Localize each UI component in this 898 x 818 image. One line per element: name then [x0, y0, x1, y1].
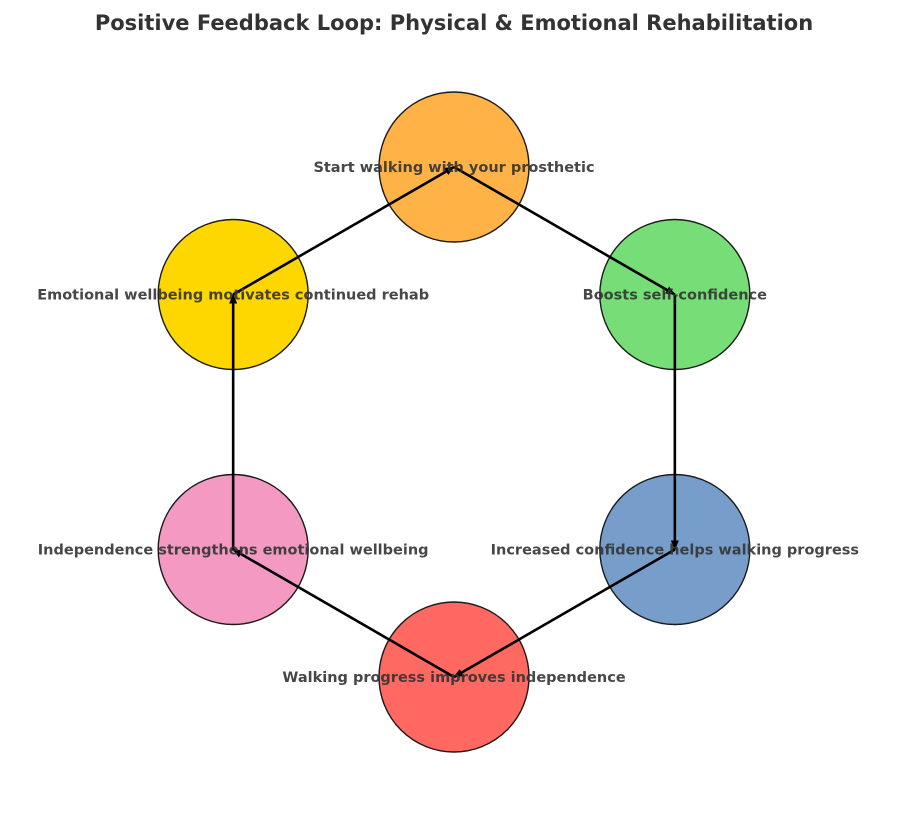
node-label-confidence: Boosts self-confidence [583, 288, 767, 304]
arrow-motivation-to-start [232, 165, 455, 296]
labels-layer: Start walking with your prostheticBoosts… [37, 160, 859, 686]
arrow-independence-to-wellbeing [232, 548, 455, 679]
node-label-independence: Walking progress improves independence [282, 670, 625, 686]
nodes-layer [157, 91, 751, 753]
node-label-progress: Increased confidence helps walking progr… [491, 543, 859, 559]
node-label-motivation: Emotional wellbeing motivates continued … [37, 288, 429, 304]
arrow-progress-to-independence [453, 548, 676, 679]
node-label-start: Start walking with your prosthetic [313, 160, 594, 176]
diagram-title: Positive Feedback Loop: Physical & Emoti… [95, 11, 813, 35]
arrow-start-to-confidence [453, 165, 676, 296]
edges-layer [229, 165, 679, 679]
node-label-wellbeing: Independence strengthens emotional wellb… [38, 543, 429, 559]
